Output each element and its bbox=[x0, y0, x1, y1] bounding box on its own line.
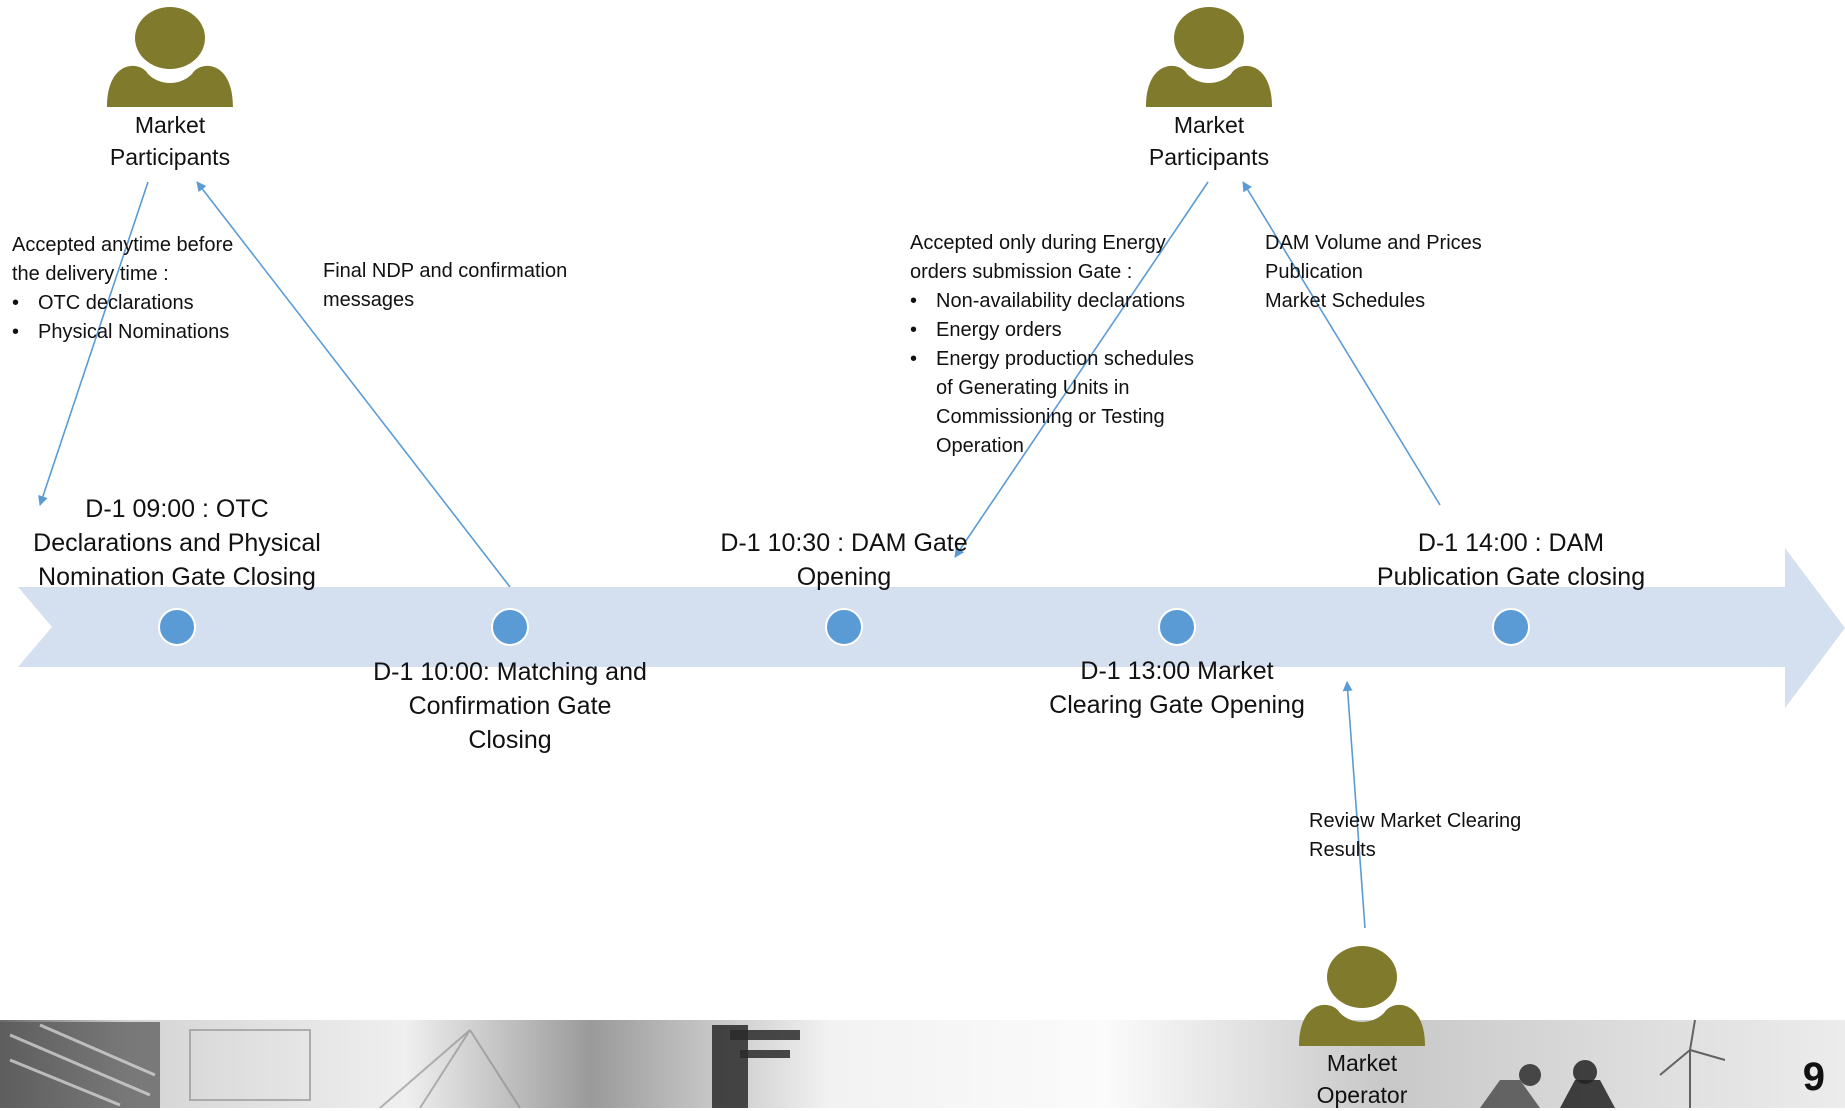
timeline-arrow-band bbox=[18, 548, 1845, 708]
person-icon bbox=[1299, 946, 1425, 1046]
bullet-item: Non-availability declarations bbox=[910, 287, 1194, 316]
connector-review-arrow bbox=[1342, 681, 1366, 929]
milestone-dot bbox=[158, 608, 196, 646]
note-review: Review Market Clearing Results bbox=[1309, 810, 1522, 861]
milestone-label: D-1 13:00 Market Clearing Gate Opening bbox=[1049, 657, 1305, 719]
milestone-label: D-1 14:00 : DAM Publication Gate closing bbox=[1376, 529, 1646, 591]
milestone-label: D-1 09:00 : OTC Declarations and Physica… bbox=[33, 495, 321, 591]
bullet-item: Physical Nominations bbox=[12, 318, 233, 347]
milestone-dot bbox=[1492, 608, 1530, 646]
page-number: 9 bbox=[1802, 1055, 1825, 1099]
footer-photo-strip bbox=[0, 1019, 1845, 1108]
operator-label: Market Operator bbox=[1316, 1050, 1408, 1108]
bullet-item: Energy production schedules of Generatin… bbox=[910, 345, 1194, 461]
note-ndp: Final NDP and confirmation messages bbox=[323, 260, 568, 311]
person-icon bbox=[1146, 7, 1272, 107]
note-energy: Accepted only during Energy orders submi… bbox=[910, 229, 1194, 461]
milestone-dot bbox=[1158, 608, 1196, 646]
connector-dam-arrow bbox=[1242, 181, 1441, 506]
note-otc: Accepted anytime before the delivery tim… bbox=[12, 231, 233, 347]
person-icon bbox=[107, 7, 233, 107]
milestone-dot bbox=[825, 608, 863, 646]
milestone-label: D-1 10:30 : DAM Gate Opening bbox=[720, 529, 968, 591]
milestone-label: D-1 10:00: Matching and Confirmation Gat… bbox=[373, 658, 647, 754]
bullet-item: Energy orders bbox=[910, 316, 1194, 345]
bullet-item: OTC declarations bbox=[12, 289, 233, 318]
participant-label-left: Market Participants bbox=[109, 112, 231, 170]
milestone-dots bbox=[158, 608, 1530, 646]
note-dam: DAM Volume and Prices Publication Market… bbox=[1265, 232, 1482, 312]
milestone-dot bbox=[491, 608, 529, 646]
participant-label-right: Market Participants bbox=[1148, 112, 1270, 170]
connector-ndp-arrow bbox=[196, 181, 511, 588]
